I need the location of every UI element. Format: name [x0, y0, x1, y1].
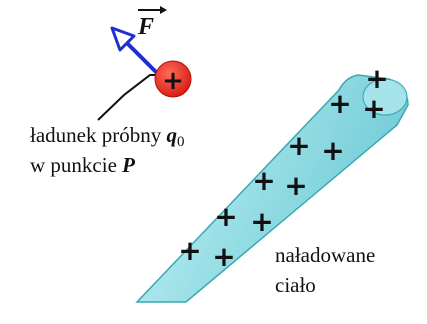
- label-leader-line: [97, 74, 160, 121]
- rod-plus-sign: +: [250, 205, 273, 238]
- rod-plus-sign: +: [287, 129, 310, 162]
- force-arrow-head: [110, 26, 136, 52]
- rod-plus-sign: +: [178, 234, 201, 267]
- rod-plus-sign: +: [362, 92, 385, 125]
- test-charge-circle: [154, 60, 192, 98]
- test-charge-label-line1: ładunek próbny q0: [30, 123, 184, 150]
- force-vector: F: [110, 6, 167, 78]
- charged-rod: [135, 74, 409, 303]
- rod-plus-sign: +: [321, 134, 344, 167]
- force-arrow-shaft: [124, 40, 162, 78]
- rod-plus-sign: +: [212, 240, 235, 273]
- test-charge-sign: +: [162, 66, 184, 96]
- test-charge-label-line2: w punkcie P: [30, 153, 135, 177]
- charged-body-label-line1: naładowane: [275, 243, 375, 267]
- charged-body-label-line2: ciało: [275, 273, 316, 297]
- rod-plus-sign: +: [284, 169, 307, 202]
- rod-plus-sign: +: [214, 200, 237, 233]
- vector-overline-tip: [160, 6, 167, 14]
- test-charge: +: [154, 60, 192, 98]
- force-symbol: F: [137, 14, 154, 40]
- rod-plus-sign: +: [365, 62, 388, 95]
- rod-plus-sign: +: [252, 164, 275, 197]
- rod-end-cap: [362, 78, 408, 116]
- rod-charges: + + + + + + + + + + +: [178, 62, 388, 273]
- rod-plus-sign: +: [328, 87, 351, 120]
